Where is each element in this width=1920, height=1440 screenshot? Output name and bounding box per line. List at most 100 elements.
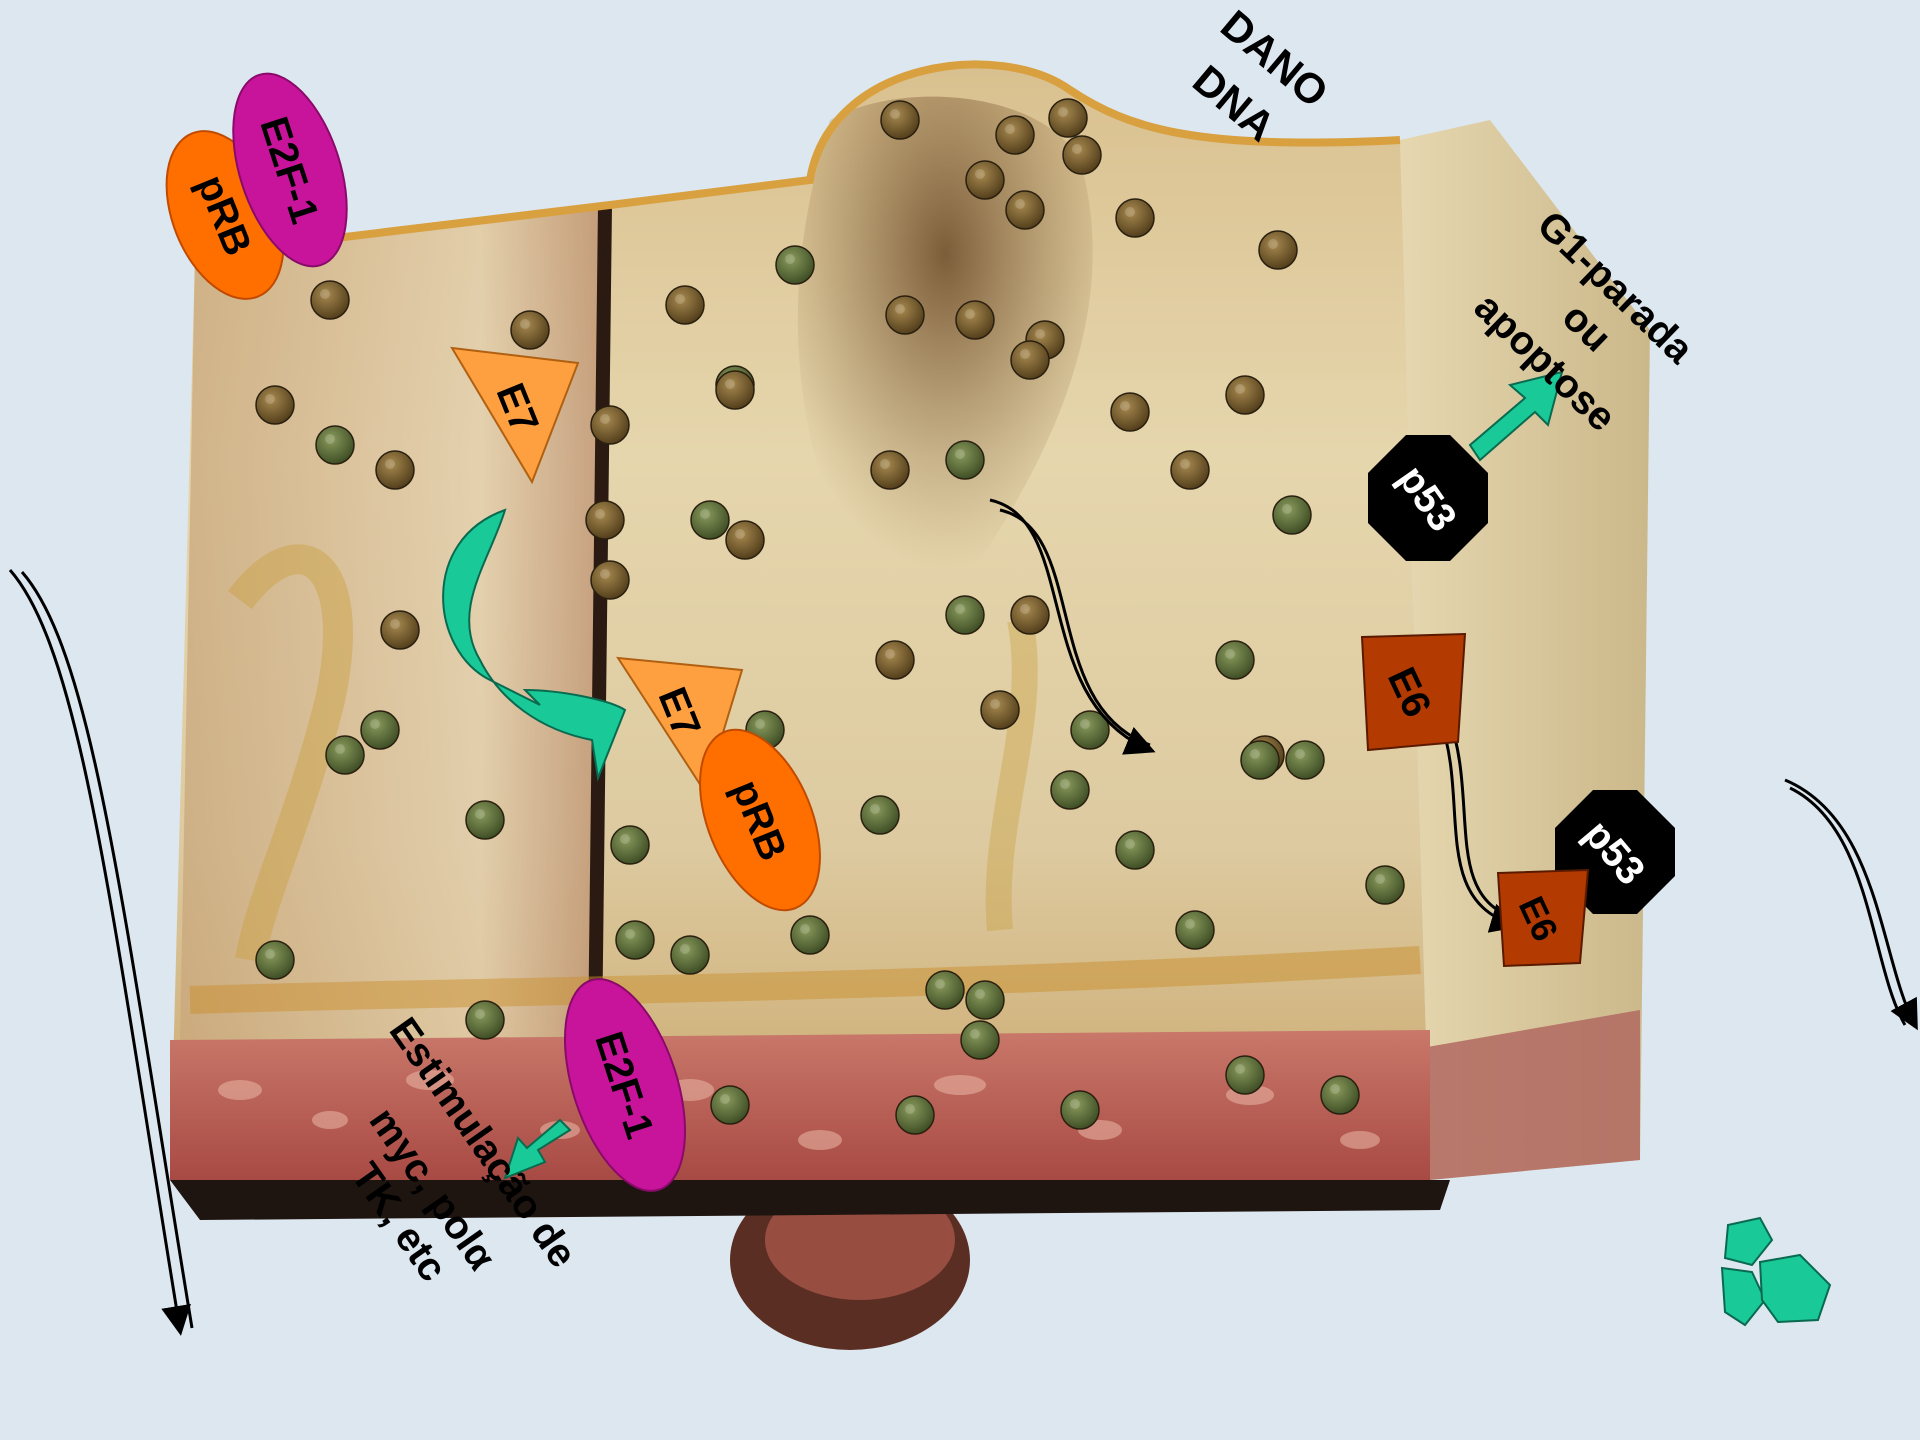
virus-particle-icon — [881, 101, 919, 139]
virus-particle-icon — [1063, 136, 1101, 174]
virus-particle-icon — [586, 501, 624, 539]
virus-particle-icon — [956, 301, 994, 339]
virus-highlight — [1225, 649, 1235, 659]
virus-particle-icon — [1241, 741, 1279, 779]
virus-highlight — [885, 649, 895, 659]
virus-highlight — [990, 699, 1000, 709]
virus-particle-icon — [966, 161, 1004, 199]
virus-particle-icon — [861, 796, 899, 834]
virus-highlight — [475, 1009, 485, 1019]
virus-highlight — [385, 459, 395, 469]
virus-highlight — [1060, 779, 1070, 789]
virus-particle-icon — [711, 1086, 749, 1124]
virus-highlight — [1330, 1084, 1340, 1094]
virus-highlight — [785, 254, 795, 264]
virus-particle-icon — [1049, 99, 1087, 137]
virus-particle-icon — [776, 246, 814, 284]
virus-particle-icon — [1286, 741, 1324, 779]
virus-highlight — [975, 169, 985, 179]
virus-particle-icon — [256, 386, 294, 424]
virus-highlight — [955, 604, 965, 614]
virus-highlight — [1282, 504, 1292, 514]
virus-highlight — [475, 809, 485, 819]
virus-highlight — [265, 394, 275, 404]
virus-particle-icon — [381, 611, 419, 649]
virus-highlight — [720, 1094, 730, 1104]
virus-highlight — [1058, 107, 1068, 117]
virus-highlight — [755, 719, 765, 729]
virus-particle-icon — [1116, 199, 1154, 237]
virus-particle-icon — [1226, 376, 1264, 414]
virus-particle-icon — [326, 736, 364, 774]
virus-particle-icon — [996, 116, 1034, 154]
virus-particle-icon — [1006, 191, 1044, 229]
virus-particle-icon — [666, 286, 704, 324]
virus-highlight — [265, 949, 275, 959]
virus-particle-icon — [961, 1021, 999, 1059]
virus-highlight — [1080, 719, 1090, 729]
virus-particle-icon — [896, 1096, 934, 1134]
virus-highlight — [955, 449, 965, 459]
virus-particle-icon — [616, 921, 654, 959]
virus-highlight — [1375, 874, 1385, 884]
virus-particle-icon — [611, 826, 649, 864]
virus-highlight — [975, 989, 985, 999]
virus-particle-icon — [876, 641, 914, 679]
virus-highlight — [935, 979, 945, 989]
virus-particle-icon — [886, 296, 924, 334]
virus-highlight — [890, 109, 900, 119]
virus-particle-icon — [966, 981, 1004, 1019]
virus-particle-icon — [1011, 596, 1049, 634]
virus-highlight — [625, 929, 635, 939]
virus-particle-icon — [981, 691, 1019, 729]
virus-particle-icon — [1226, 1056, 1264, 1094]
virus-highlight — [1295, 749, 1305, 759]
virus-highlight — [880, 459, 890, 469]
stroma-layer — [170, 1030, 1430, 1180]
virus-particle-icon — [361, 711, 399, 749]
virus-highlight — [680, 944, 690, 954]
virus-highlight — [1268, 239, 1278, 249]
virus-highlight — [1250, 749, 1260, 759]
virus-particle-icon — [1116, 831, 1154, 869]
virus-highlight — [370, 719, 380, 729]
virus-particle-icon — [926, 971, 964, 1009]
virus-highlight — [735, 529, 745, 539]
label-dano-dna: DANO DNA — [1184, 1, 1337, 150]
virus-particle-icon — [1176, 911, 1214, 949]
e6-mid: E6 — [1362, 634, 1465, 750]
virus-highlight — [1125, 839, 1135, 849]
virus-particle-icon — [316, 426, 354, 464]
virus-particle-icon — [1321, 1076, 1359, 1114]
virus-highlight — [1020, 349, 1030, 359]
virus-highlight — [620, 834, 630, 844]
virus-highlight — [965, 309, 975, 319]
virus-highlight — [700, 509, 710, 519]
virus-particle-icon — [591, 561, 629, 599]
virus-highlight — [600, 414, 610, 424]
virus-particle-icon — [791, 916, 829, 954]
virus-highlight — [1180, 459, 1190, 469]
virus-highlight — [1015, 199, 1025, 209]
virus-highlight — [905, 1104, 915, 1114]
virus-particle-icon — [716, 371, 754, 409]
virus-particle-icon — [691, 501, 729, 539]
virus-particle-icon — [376, 451, 414, 489]
virus-particle-icon — [466, 801, 504, 839]
virus-highlight — [1235, 1064, 1245, 1074]
virus-particle-icon — [1111, 393, 1149, 431]
virus-particle-icon — [871, 451, 909, 489]
virus-particle-icon — [311, 281, 349, 319]
virus-particle-icon — [591, 406, 629, 444]
virus-particle-icon — [726, 521, 764, 559]
virus-highlight — [1070, 1099, 1080, 1109]
virus-highlight — [1072, 144, 1082, 154]
virus-highlight — [1005, 124, 1015, 134]
curved-arrow-left — [10, 570, 192, 1330]
virus-particle-icon — [946, 441, 984, 479]
virus-highlight — [1035, 329, 1045, 339]
virus-highlight — [320, 289, 330, 299]
virus-highlight — [1020, 604, 1030, 614]
virus-highlight — [1235, 384, 1245, 394]
virus-particle-icon — [511, 311, 549, 349]
